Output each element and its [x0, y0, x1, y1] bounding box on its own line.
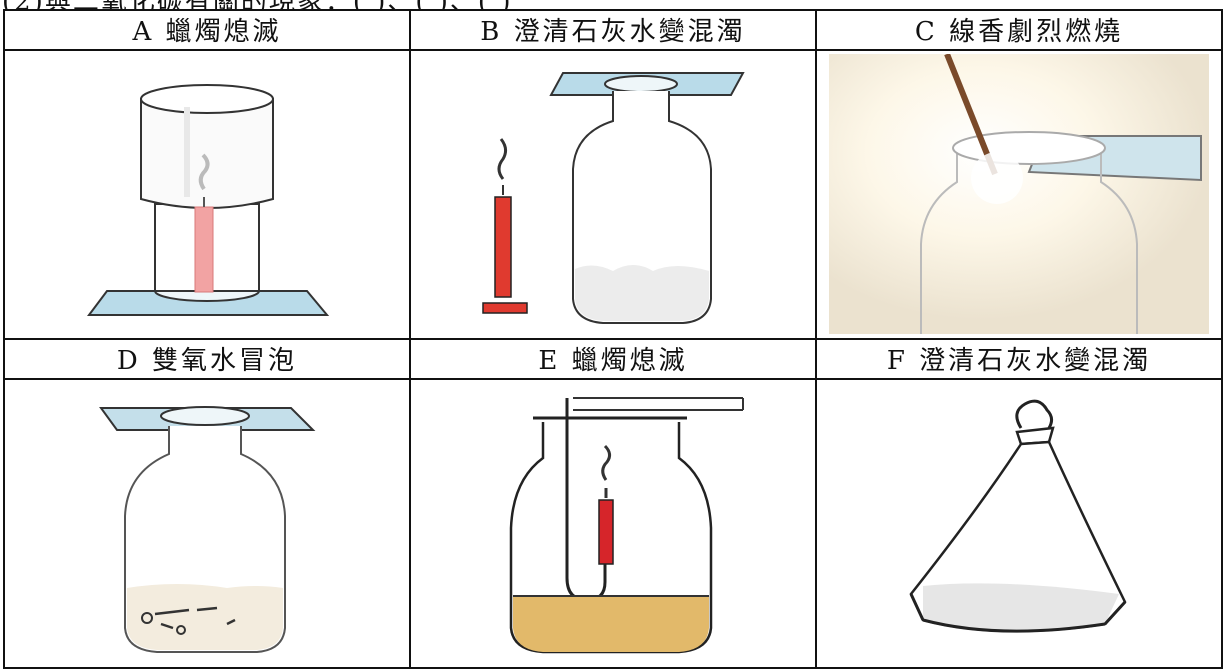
letter-f: F	[886, 346, 908, 377]
picture-cell-c	[815, 48, 1223, 340]
caption-row-2: D 雙氧水冒泡 E 蠟燭熄滅 F 澄清石灰水變混濁	[3, 337, 1223, 380]
question-line: (2)與二氧化碳有關的現象：( )、( )、( )	[2, 0, 513, 10]
letter-a: A	[132, 17, 155, 48]
bottle-with-bubbles-illustration	[99, 406, 316, 654]
candle-lowered-into-bottle-illustration	[509, 397, 744, 654]
caption-c-text: 線香劇烈燃燒	[949, 17, 1124, 48]
caption-e: E 蠟燭熄滅	[409, 337, 817, 380]
caption-row-1: A 蠟燭熄滅 B 澄清石灰水變混濁 C 線香劇烈燃燒	[3, 9, 1223, 51]
candle-under-inverted-cylinder-illustration	[87, 84, 330, 317]
caption-c: C 線香劇烈燃燒	[815, 9, 1223, 51]
caption-b: B 澄清石灰水變混濁	[409, 9, 817, 51]
picture-row-2	[3, 377, 1223, 669]
letter-c: C	[914, 17, 938, 48]
caption-a: A 蠟燭熄滅	[3, 9, 411, 51]
question-line-clipped: (2)與二氧化碳有關的現象：( )、( )、( )	[0, 0, 1227, 10]
picture-cell-b	[409, 48, 817, 340]
caption-e-text: 蠟燭熄滅	[571, 346, 688, 377]
picture-row-1	[3, 48, 1223, 340]
picture-cell-f	[815, 377, 1223, 669]
letter-e: E	[538, 346, 561, 377]
caption-f-text: 澄清石灰水變混濁	[919, 346, 1152, 377]
caption-f: F 澄清石灰水變混濁	[815, 337, 1223, 380]
caption-d: D 雙氧水冒泡	[3, 337, 411, 380]
incense-in-bottle-illustration	[829, 54, 1209, 335]
picture-cell-e	[409, 377, 817, 669]
picture-cell-d	[3, 377, 411, 669]
letter-d: D	[116, 346, 141, 377]
tied-plastic-bag-illustration	[909, 400, 1127, 634]
letter-b: B	[480, 17, 503, 48]
caption-a-text: 蠟燭熄滅	[165, 17, 282, 48]
picture-cell-a	[3, 48, 411, 340]
caption-b-text: 澄清石灰水變混濁	[513, 17, 746, 48]
caption-d-text: 雙氧水冒泡	[152, 346, 298, 377]
experiment-table: A 蠟燭熄滅 B 澄清石灰水變混濁 C 線香劇烈燃燒	[3, 9, 1223, 669]
candle-beside-covered-bottle-illustration	[482, 72, 745, 325]
